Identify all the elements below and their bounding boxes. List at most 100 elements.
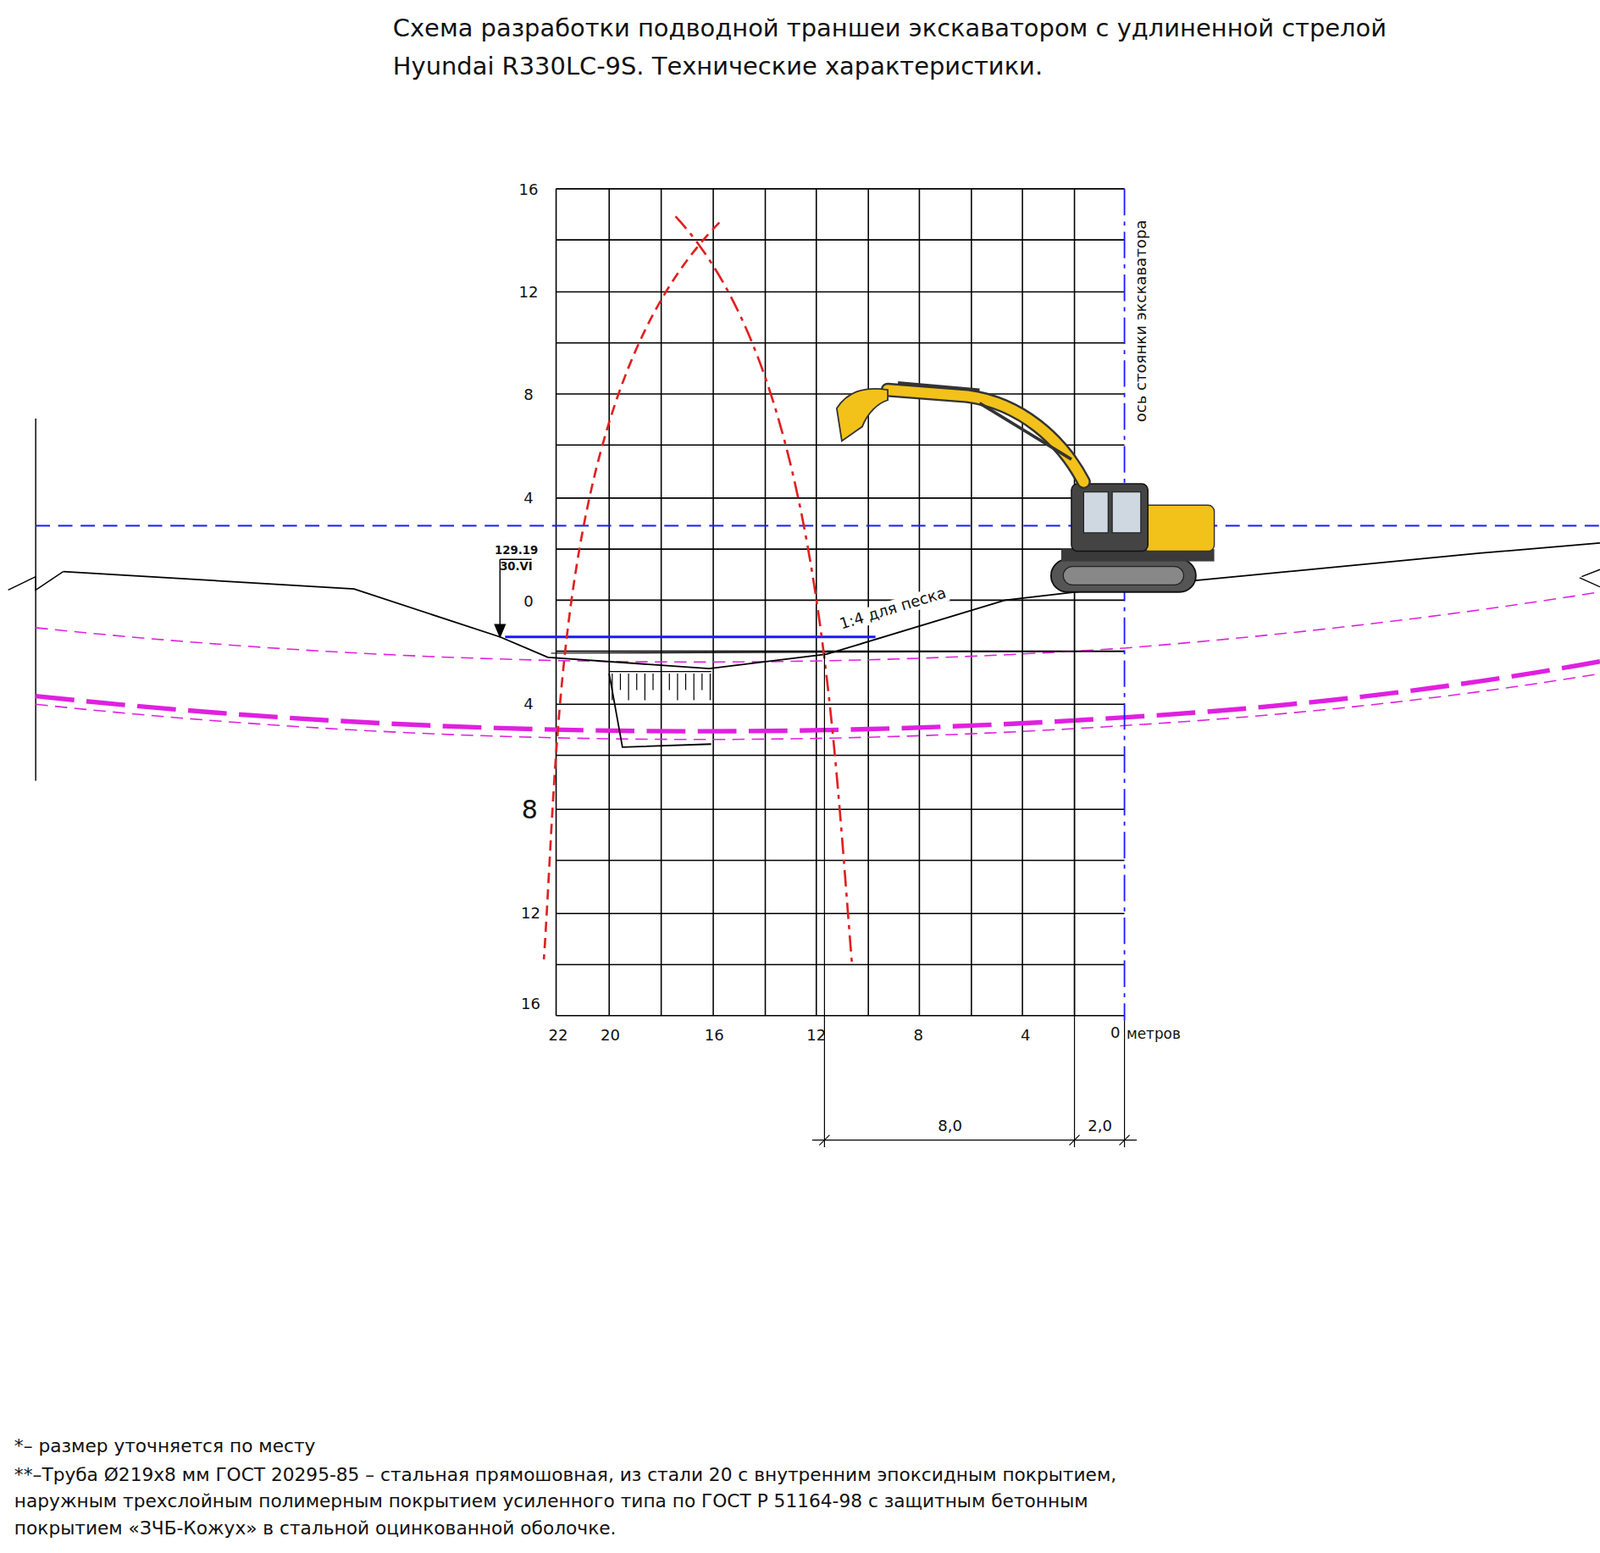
excavator-illustration	[836, 382, 1215, 593]
axis-tick: 12	[520, 905, 541, 924]
ground-profile	[63, 542, 1600, 669]
drawing-title: Схема разработки подводной траншеи экска…	[393, 10, 1414, 87]
axis-tick: 16	[520, 996, 541, 1014]
drawing-stroke	[824, 653, 825, 1147]
drawing-stroke	[627, 673, 629, 700]
drawing-stroke	[1062, 566, 1184, 586]
axis-tick: 0	[1110, 1024, 1121, 1043]
drawing-stroke	[556, 599, 1125, 602]
drawing-stroke	[676, 673, 678, 700]
axis-tick: 12	[519, 283, 539, 302]
drawing-stroke	[712, 188, 715, 1016]
axis-tick: 8	[523, 387, 534, 405]
drawing-stroke	[556, 393, 1125, 395]
drawing-stroke	[556, 291, 1125, 294]
axis-tick: 8	[913, 1026, 924, 1045]
drawing-stroke	[8, 571, 64, 591]
drawing-stroke	[556, 238, 1125, 241]
drawing-stroke	[819, 1134, 1130, 1146]
axis-tick: 0	[523, 592, 534, 611]
water-level	[35, 524, 1600, 526]
drawing-stroke	[836, 388, 888, 442]
drawing-stroke	[555, 188, 558, 1016]
drawing-stroke	[669, 673, 670, 690]
drawing-stroke	[652, 673, 654, 690]
drawing-stroke	[499, 558, 532, 560]
section-boundaries	[8, 418, 1600, 781]
drawing-stroke	[556, 548, 1125, 550]
drawing-stroke	[887, 389, 1084, 482]
drawing-stroke	[556, 443, 1125, 446]
axis-tick: 22	[548, 1026, 568, 1045]
drawing-stroke	[812, 1139, 1137, 1141]
elevation-date: 30.VI	[499, 560, 533, 574]
drawing-stroke	[887, 389, 1084, 482]
drawing-stroke	[556, 497, 1125, 499]
drawing-stroke	[556, 188, 1125, 190]
design-line	[35, 673, 1600, 740]
dimension-lines	[812, 592, 1137, 1147]
drawing-stroke	[556, 703, 1125, 705]
axis-tick: 4	[523, 490, 534, 509]
drawing-stroke	[611, 673, 613, 700]
drawing-stroke	[1074, 592, 1075, 1147]
drawing-stroke	[701, 673, 703, 690]
drawing-stroke	[660, 188, 663, 1016]
drawing-stroke	[1142, 504, 1214, 551]
drawing-stroke	[556, 963, 1125, 966]
drawing-stroke	[1071, 483, 1148, 552]
axis-tick: 8	[521, 795, 538, 825]
dimension-value: 8,0	[937, 1118, 963, 1136]
drawing-stroke	[897, 382, 980, 390]
drawing-stroke	[556, 912, 1125, 914]
drawing-stroke	[1021, 188, 1024, 1016]
drawing-stroke	[660, 673, 662, 700]
drawing-stroke	[685, 673, 687, 690]
drawing-stroke	[636, 673, 637, 690]
pipe-axis-line	[35, 661, 1600, 731]
drawing-stroke	[644, 673, 646, 700]
axis-tick: 16	[519, 182, 539, 200]
drawing-stroke	[1051, 559, 1196, 593]
axis-unit: метров	[1126, 1025, 1181, 1042]
drawing-stroke	[1579, 569, 1600, 587]
slope-label: 1:4 для песка	[835, 584, 950, 635]
pipe-scale	[608, 671, 711, 701]
drawing-stroke	[979, 403, 1072, 460]
drawing-stroke	[1112, 492, 1141, 533]
drawing-stroke	[970, 188, 973, 1016]
drawing-stroke	[1123, 1020, 1125, 1147]
axis-tick: 16	[704, 1026, 725, 1045]
axis-tick: 4	[523, 696, 534, 715]
excavator-axis	[1123, 188, 1126, 1021]
axis-tick: 12	[806, 1026, 826, 1045]
drawing-stroke	[608, 188, 610, 1016]
drawing-stroke	[556, 342, 1125, 344]
axis-tick: 4	[1020, 1026, 1031, 1045]
grid	[556, 188, 1125, 1016]
axis-tick: 20	[600, 1026, 621, 1045]
drawing-stroke	[867, 188, 870, 1016]
bottom-line	[551, 651, 1125, 654]
footnote: *– размер уточняется по месту	[14, 1435, 316, 1457]
drawing-stroke	[556, 754, 1125, 757]
drawing-stroke	[620, 673, 621, 690]
drawing-stroke	[608, 670, 711, 672]
reach-arc	[675, 215, 853, 964]
drawing-stroke	[34, 418, 36, 781]
reach-arc	[543, 222, 720, 960]
drawing-stroke	[764, 188, 767, 1016]
footnote: **–Труба Ø219х8 мм ГОСТ 20295-85 – сталь…	[14, 1461, 1158, 1541]
dimension-value: 2,0	[1087, 1118, 1113, 1136]
drawing-stroke	[709, 673, 711, 700]
drawing-stroke	[556, 1014, 1125, 1017]
drawing-stroke	[693, 673, 695, 700]
drawing-stroke	[556, 859, 1125, 862]
drawing-stroke	[1083, 492, 1108, 533]
axis-name: ось стоянки экскаватора	[1133, 218, 1152, 425]
working-level	[504, 635, 875, 638]
trench-outline	[608, 673, 711, 748]
elevation-value: 129.19	[494, 544, 538, 558]
